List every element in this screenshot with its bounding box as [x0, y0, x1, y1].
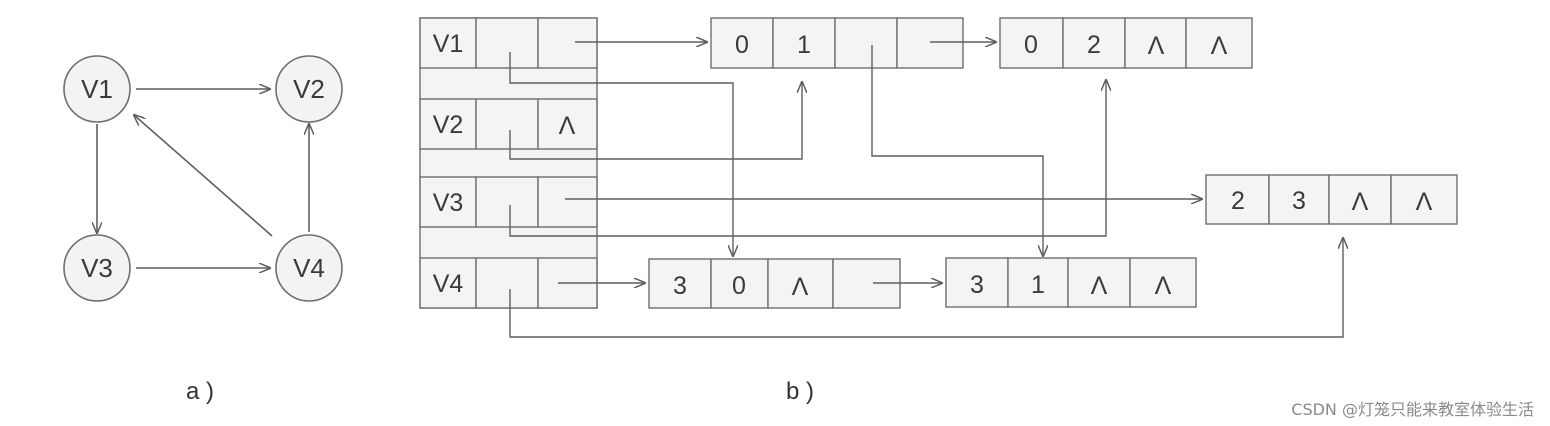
null-pointer-symbol: Λ: [792, 273, 809, 301]
v1-firstin-pointer: [509, 52, 733, 256]
arc-head-vertex: 1: [797, 31, 811, 59]
null-pointer-symbol: Λ: [1211, 32, 1228, 60]
arc-head-vertex: 2: [1087, 31, 1101, 59]
vertex-row-v1: V1: [419, 17, 598, 69]
null-pointer-symbol: Λ: [1155, 272, 1172, 300]
arc-node-3-0: 3 0 Λ: [648, 258, 901, 309]
arc-node-0-2: 0 2 Λ Λ: [999, 17, 1253, 69]
arc-tail-vertex: 3: [673, 272, 687, 300]
arc-head-vertex: 0: [732, 272, 746, 300]
caption-b: b ): [786, 378, 814, 405]
arc-head-vertex: 3: [1292, 187, 1306, 215]
null-pointer-symbol: Λ: [1352, 188, 1369, 216]
graph-node-label: V4: [293, 253, 325, 283]
vertex-label: V3: [433, 189, 464, 217]
arc-head-vertex: 1: [1031, 271, 1045, 299]
graph-node-label: V1: [81, 74, 113, 104]
arc-node-2-3: 2 3 Λ Λ: [1205, 174, 1458, 225]
graph-node-v4: V4: [275, 234, 343, 302]
graph-panel: V1 V2 V3 V4 a ): [63, 55, 343, 405]
arc-node-0-1: 0 1: [710, 17, 964, 69]
vertex-row-v2: V2 Λ: [419, 98, 598, 150]
arc-tail-vertex: 0: [1024, 31, 1038, 59]
arc-tail-vertex: 2: [1231, 187, 1245, 215]
pointer-arrows: [509, 42, 1343, 338]
arc01-hlink-pointer: [871, 45, 1043, 256]
caption-a: a ): [186, 378, 214, 405]
v3-firstin-pointer: [509, 80, 1106, 237]
v4-firstin-pointer: [509, 238, 1343, 338]
graph-node-v2: V2: [275, 55, 343, 123]
graph-node-v3: V3: [63, 234, 131, 302]
v2-firstin-pointer: [509, 82, 802, 160]
graph-node-v1: V1: [63, 55, 131, 123]
vertex-label: V2: [433, 111, 464, 139]
null-pointer-symbol: Λ: [1416, 188, 1433, 216]
vertex-label: V4: [433, 270, 464, 298]
graph-node-label: V3: [81, 253, 113, 283]
vertex-row-v4: V4: [419, 257, 598, 309]
arc-tail-vertex: 3: [970, 271, 984, 299]
vertex-table: V1 V2 Λ V3 V4: [419, 17, 598, 309]
null-pointer-symbol: Λ: [559, 112, 576, 140]
arc-tail-vertex: 0: [735, 31, 749, 59]
vertex-label: V1: [433, 30, 464, 58]
watermark: CSDN @灯笼只能来教室体验生活: [1291, 400, 1534, 419]
graph-node-label: V2: [293, 74, 325, 104]
vertex-row-v3: V3: [419, 176, 598, 228]
null-pointer-symbol: Λ: [1091, 272, 1108, 300]
edge-v4-v1: [134, 115, 273, 237]
orthogonal-list-panel: V1 V2 Λ V3 V4: [419, 17, 1458, 405]
null-pointer-symbol: Λ: [1148, 32, 1165, 60]
arc-node-3-1: 3 1 Λ Λ: [945, 257, 1197, 308]
